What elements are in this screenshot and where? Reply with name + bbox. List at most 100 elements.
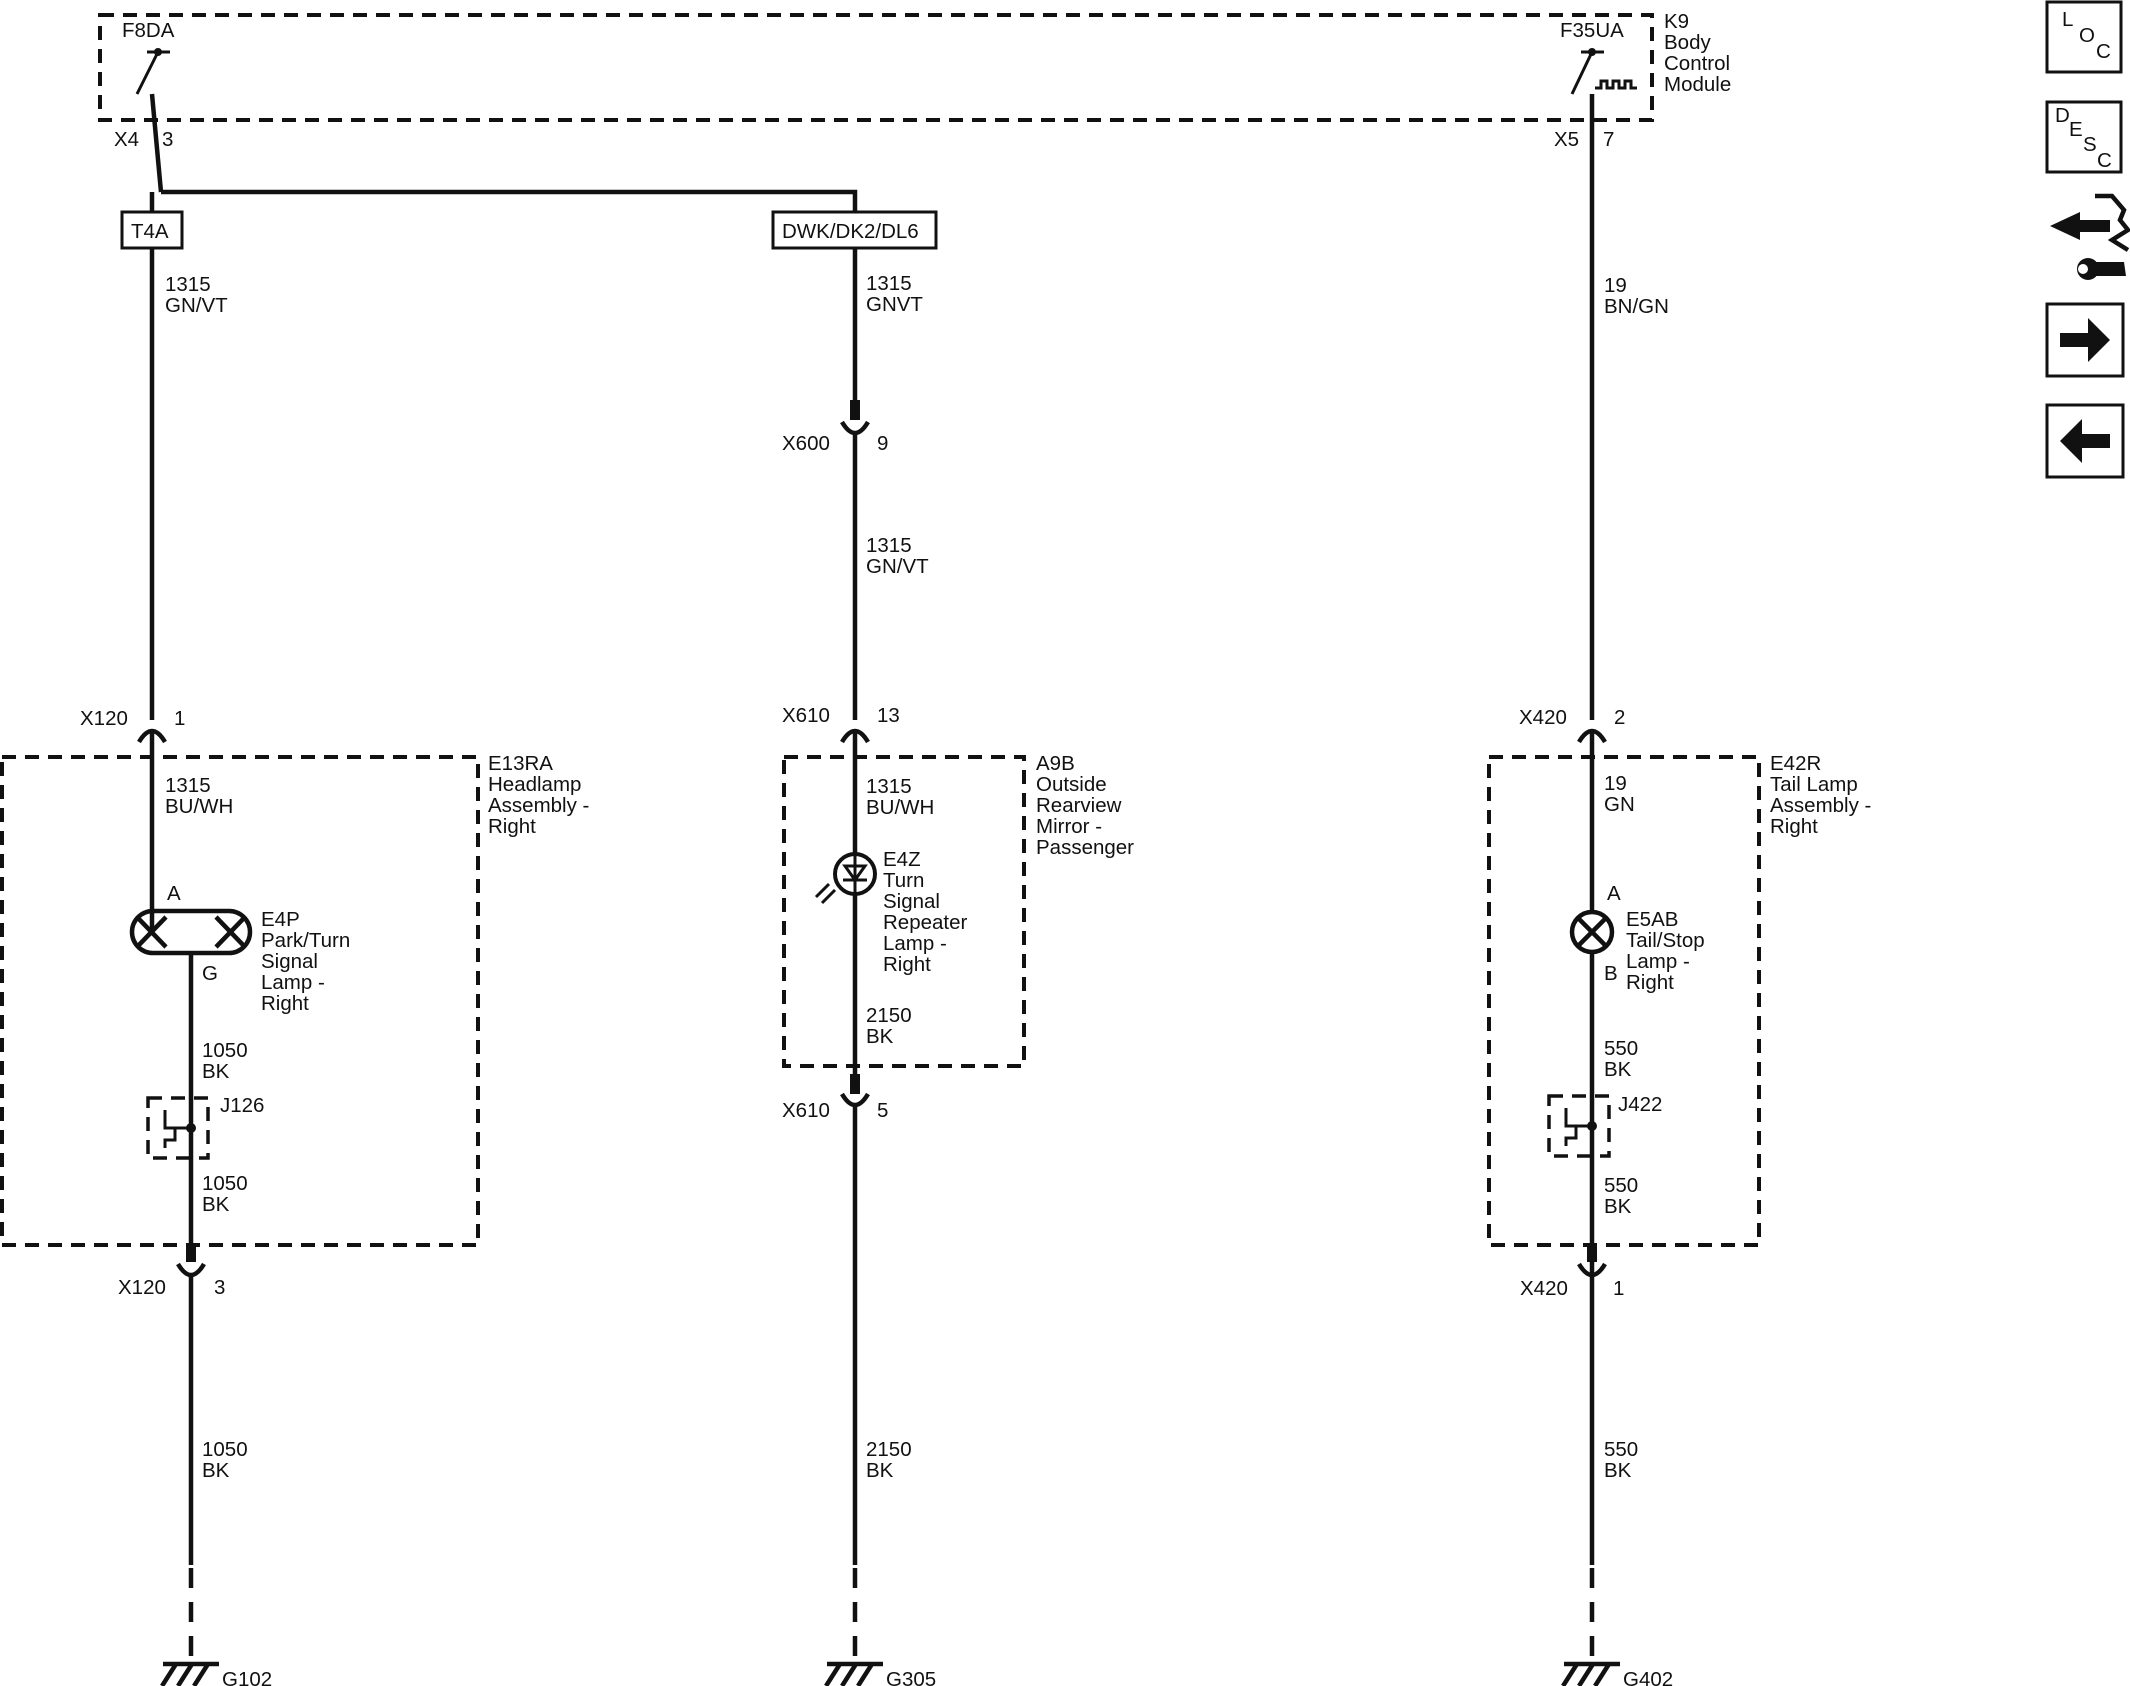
wire-label: 1315 bbox=[866, 534, 912, 557]
right-circuit: 19 BN/GN X420 2 E42R Tail Lamp Assembly … bbox=[1487, 94, 1871, 1686]
wire-label: 1050 bbox=[202, 1039, 248, 1062]
svg-text:B: B bbox=[1604, 962, 1618, 985]
svg-text:E5AB: E5AB bbox=[1626, 908, 1678, 931]
wire-label: BK bbox=[866, 1459, 894, 1482]
ground-g102-icon: G102 bbox=[160, 1661, 272, 1686]
desc-button[interactable]: D E S C bbox=[2045, 100, 2123, 174]
svg-text:C: C bbox=[2096, 40, 2111, 63]
svg-text:1: 1 bbox=[174, 707, 185, 730]
svg-text:E4P: E4P bbox=[261, 908, 300, 931]
svg-text:DWK/DK2/DL6: DWK/DK2/DL6 bbox=[782, 220, 919, 243]
arrow-right-icon[interactable] bbox=[2045, 302, 2125, 378]
svg-text:J126: J126 bbox=[220, 1094, 264, 1117]
svg-text:X120: X120 bbox=[80, 707, 128, 730]
svg-text:Body: Body bbox=[1664, 31, 1711, 54]
svg-text:Assembly -: Assembly - bbox=[488, 794, 589, 817]
left-circuit: 1315 GN/VT X120 1 E13RA Headlamp Assembl… bbox=[0, 248, 589, 1686]
wire-label: 2150 bbox=[866, 1004, 912, 1027]
svg-text:Tail/Stop: Tail/Stop bbox=[1626, 929, 1705, 952]
svg-text:Mirror -: Mirror - bbox=[1036, 815, 1102, 838]
svg-text:G: G bbox=[202, 962, 218, 985]
wire-label: BK bbox=[1604, 1459, 1632, 1482]
svg-text:2: 2 bbox=[1614, 706, 1625, 729]
wire-label: 1050 bbox=[202, 1438, 248, 1461]
svg-text:X420: X420 bbox=[1520, 1277, 1568, 1300]
wire-label: 1315 bbox=[866, 272, 912, 295]
svg-text:Lamp -: Lamp - bbox=[1626, 950, 1690, 973]
svg-text:A9B: A9B bbox=[1036, 752, 1075, 775]
ground-g402-icon: G402 bbox=[1561, 1661, 1673, 1686]
svg-text:L: L bbox=[2062, 8, 2073, 31]
svg-text:9: 9 bbox=[877, 432, 888, 455]
svg-text:Repeater: Repeater bbox=[883, 911, 968, 934]
connector-x420-1: X420 1 bbox=[1520, 1244, 1624, 1300]
svg-text:X120: X120 bbox=[118, 1276, 166, 1299]
svg-text:A: A bbox=[1607, 882, 1621, 905]
svg-text:Signal: Signal bbox=[883, 890, 940, 913]
option-box-t4a: T4A bbox=[120, 210, 184, 250]
wire-label: BK bbox=[866, 1025, 894, 1048]
connector-x610-5: X610 5 bbox=[782, 1074, 888, 1122]
wire-label: 1315 bbox=[165, 273, 211, 296]
wire-label: 550 bbox=[1604, 1438, 1638, 1461]
svg-text:Passenger: Passenger bbox=[1036, 836, 1134, 859]
assembly-label-mirror: A9B Outside Rearview Mirror - Passenger bbox=[1036, 752, 1134, 859]
wire-label: GN bbox=[1604, 793, 1635, 816]
fuse-f8da: F8DA bbox=[122, 19, 175, 95]
wire-label: BK bbox=[1604, 1195, 1632, 1218]
wire-label: BU/WH bbox=[866, 796, 934, 819]
assembly-box-mirror bbox=[782, 755, 1026, 1068]
svg-text:A: A bbox=[167, 882, 181, 905]
wire-label: 19 bbox=[1604, 274, 1627, 297]
wire-label: BK bbox=[202, 1060, 230, 1083]
svg-text:E13RA: E13RA bbox=[488, 752, 553, 775]
assembly-box-taillamp bbox=[1487, 755, 1761, 1247]
svg-text:F8DA: F8DA bbox=[122, 19, 175, 42]
wire-label: GNVT bbox=[866, 293, 923, 316]
pin-x4-3: 3 bbox=[162, 128, 173, 151]
wire-label: BU/WH bbox=[165, 795, 233, 818]
splice-j126: J126 bbox=[146, 1094, 264, 1160]
arrow-left-icon[interactable] bbox=[2045, 403, 2125, 479]
module-label: K9 Body Control Module bbox=[1664, 10, 1731, 96]
svg-text:Module: Module bbox=[1664, 73, 1731, 96]
wire-label: 550 bbox=[1604, 1037, 1638, 1060]
ground-label: G102 bbox=[222, 1668, 272, 1686]
wire-label: GN/VT bbox=[866, 555, 929, 578]
assembly-box-headlamp bbox=[0, 755, 480, 1247]
svg-text:F35UA: F35UA bbox=[1560, 19, 1624, 42]
svg-text:E42R: E42R bbox=[1770, 752, 1821, 775]
svg-text:Lamp -: Lamp - bbox=[883, 932, 947, 955]
svg-text:1: 1 bbox=[1613, 1277, 1624, 1300]
ground-label: G402 bbox=[1623, 1668, 1673, 1686]
connector-x610-13: X610 13 bbox=[782, 704, 900, 744]
connector-x120-1: X120 1 bbox=[80, 707, 185, 932]
svg-text:K9: K9 bbox=[1664, 10, 1689, 33]
svg-text:E: E bbox=[2069, 118, 2083, 141]
loc-button[interactable]: L O C bbox=[2045, 0, 2123, 74]
svg-text:T4A: T4A bbox=[131, 220, 169, 243]
ground-g305-icon: G305 bbox=[824, 1661, 936, 1686]
body-control-module: K9 Body Control Module F8DA F35UA X4 3 X… bbox=[98, 10, 1731, 151]
svg-text:Outside: Outside bbox=[1036, 773, 1107, 796]
svg-text:5: 5 bbox=[877, 1099, 888, 1122]
svg-text:D: D bbox=[2055, 104, 2070, 127]
pin-x5-7: 7 bbox=[1603, 128, 1614, 151]
connector-tool-icon[interactable] bbox=[2050, 193, 2130, 280]
connector-x120-3: X120 3 bbox=[118, 1244, 225, 1299]
svg-text:X610: X610 bbox=[782, 704, 830, 727]
option-box-dwk: DWK/DK2/DL6 bbox=[771, 210, 938, 250]
svg-text:O: O bbox=[2079, 24, 2095, 47]
wire-label: 1315 bbox=[165, 774, 211, 797]
bulb-e4p: A G E4P Park/Turn Signal Lamp - Right bbox=[129, 882, 350, 1015]
led-e4z-icon: E4Z Turn Signal Repeater Lamp - Right bbox=[814, 848, 968, 976]
svg-text:Right: Right bbox=[261, 992, 309, 1015]
bulb-e5ab: A B E5AB Tail/Stop Lamp - Right bbox=[1569, 882, 1705, 994]
svg-text:Signal: Signal bbox=[261, 950, 318, 973]
ground-label: G305 bbox=[886, 1668, 936, 1686]
pwm-signal-icon bbox=[1595, 79, 1637, 90]
wire-label: GN/VT bbox=[165, 294, 228, 317]
feed-wires bbox=[149, 93, 858, 212]
wire-label: BK bbox=[202, 1193, 230, 1216]
